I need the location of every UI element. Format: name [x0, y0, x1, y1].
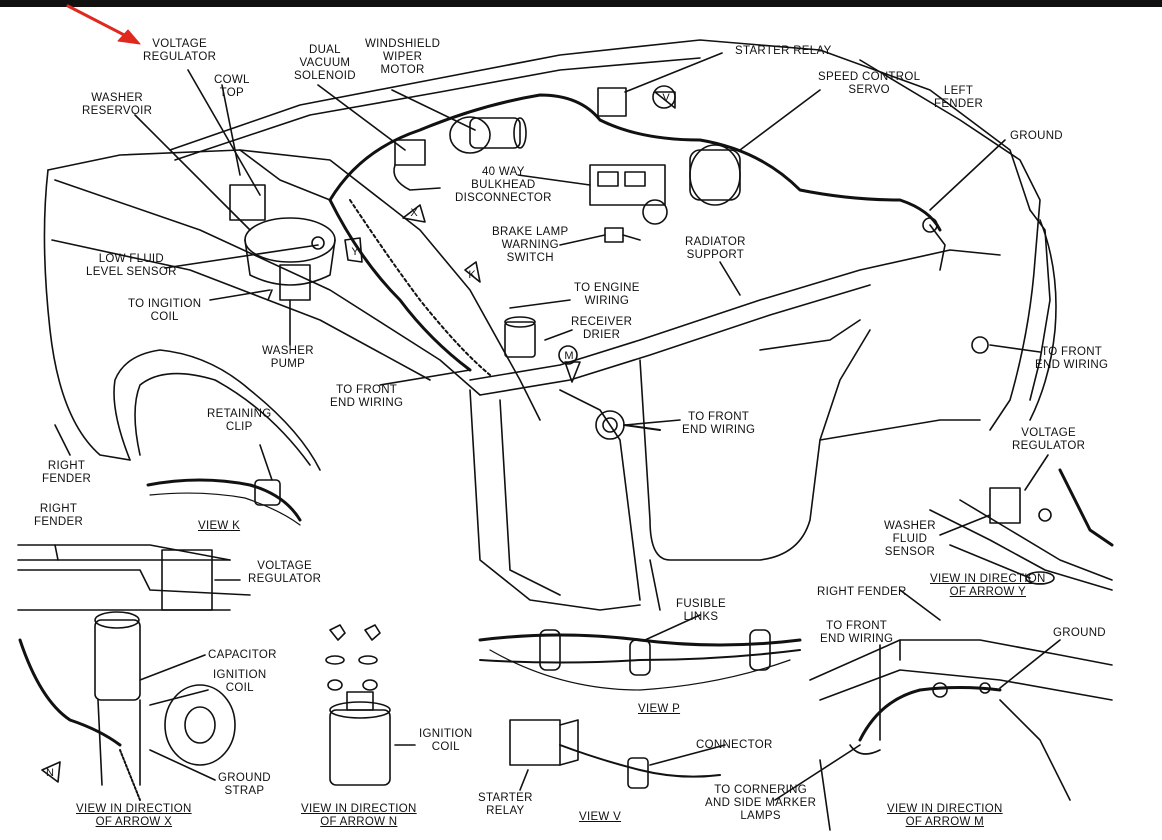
view-n-coil: [329, 709, 391, 786]
voltage-regulator-part: [229, 184, 266, 221]
radiator-support: [469, 249, 1001, 381]
cowl-top: [169, 39, 1031, 211]
label-connector: CONNECTOR: [696, 739, 773, 751]
front-end-wiring-clip-left: [971, 336, 989, 354]
right-fender-top-edge: [47, 149, 541, 421]
washer-reservoir-part: [244, 217, 336, 263]
washer-pump-part: [279, 264, 311, 301]
vacuum-solenoid: [394, 139, 426, 166]
receiver-drier-part: [504, 321, 536, 358]
caption-view-k: VIEW K: [198, 520, 241, 532]
label-ground-top: GROUND: [1010, 130, 1063, 142]
top-border: [0, 0, 1162, 7]
view-v-relay: [509, 719, 561, 766]
view-x-coil: [94, 619, 141, 701]
label-ground-m: GROUND: [1053, 627, 1106, 639]
speed-control-servo-part: [689, 144, 741, 206]
brake-lamp-switch-part: [604, 227, 624, 243]
arrow-letter-k: K: [468, 269, 476, 281]
arrow-letter-n: N: [46, 767, 54, 779]
view-x-regulator: [161, 549, 213, 611]
bulkhead-connector-block: [589, 164, 666, 206]
left-fender: [859, 59, 1041, 431]
arrow-letter-v: V: [662, 92, 670, 104]
wiper-motor: [449, 116, 491, 154]
caption-view-v: VIEW V: [579, 811, 622, 823]
label-capacitor: CAPACITOR: [208, 649, 277, 661]
view-y-regulator: [989, 487, 1021, 524]
starter-relay-part: [597, 87, 627, 117]
view-m-harness: [858, 686, 1002, 742]
arrow-letter-y: Y: [351, 246, 359, 258]
main-harness: [328, 93, 942, 232]
caption-view-p: VIEW P: [638, 703, 681, 715]
right-fender-outer: [43, 169, 131, 461]
annotation-arrow-head: [117, 29, 141, 45]
label-right-fender-m: RIGHT FENDER: [817, 586, 907, 598]
annotation-arrow-shaft: [66, 4, 132, 40]
label-starter-relay: STARTER RELAY: [735, 45, 832, 57]
arrow-letter-x: X: [410, 207, 418, 219]
arrow-letter-m: M: [564, 350, 573, 362]
right-wheel-well: [113, 349, 321, 471]
view-k-harness: [146, 478, 302, 522]
